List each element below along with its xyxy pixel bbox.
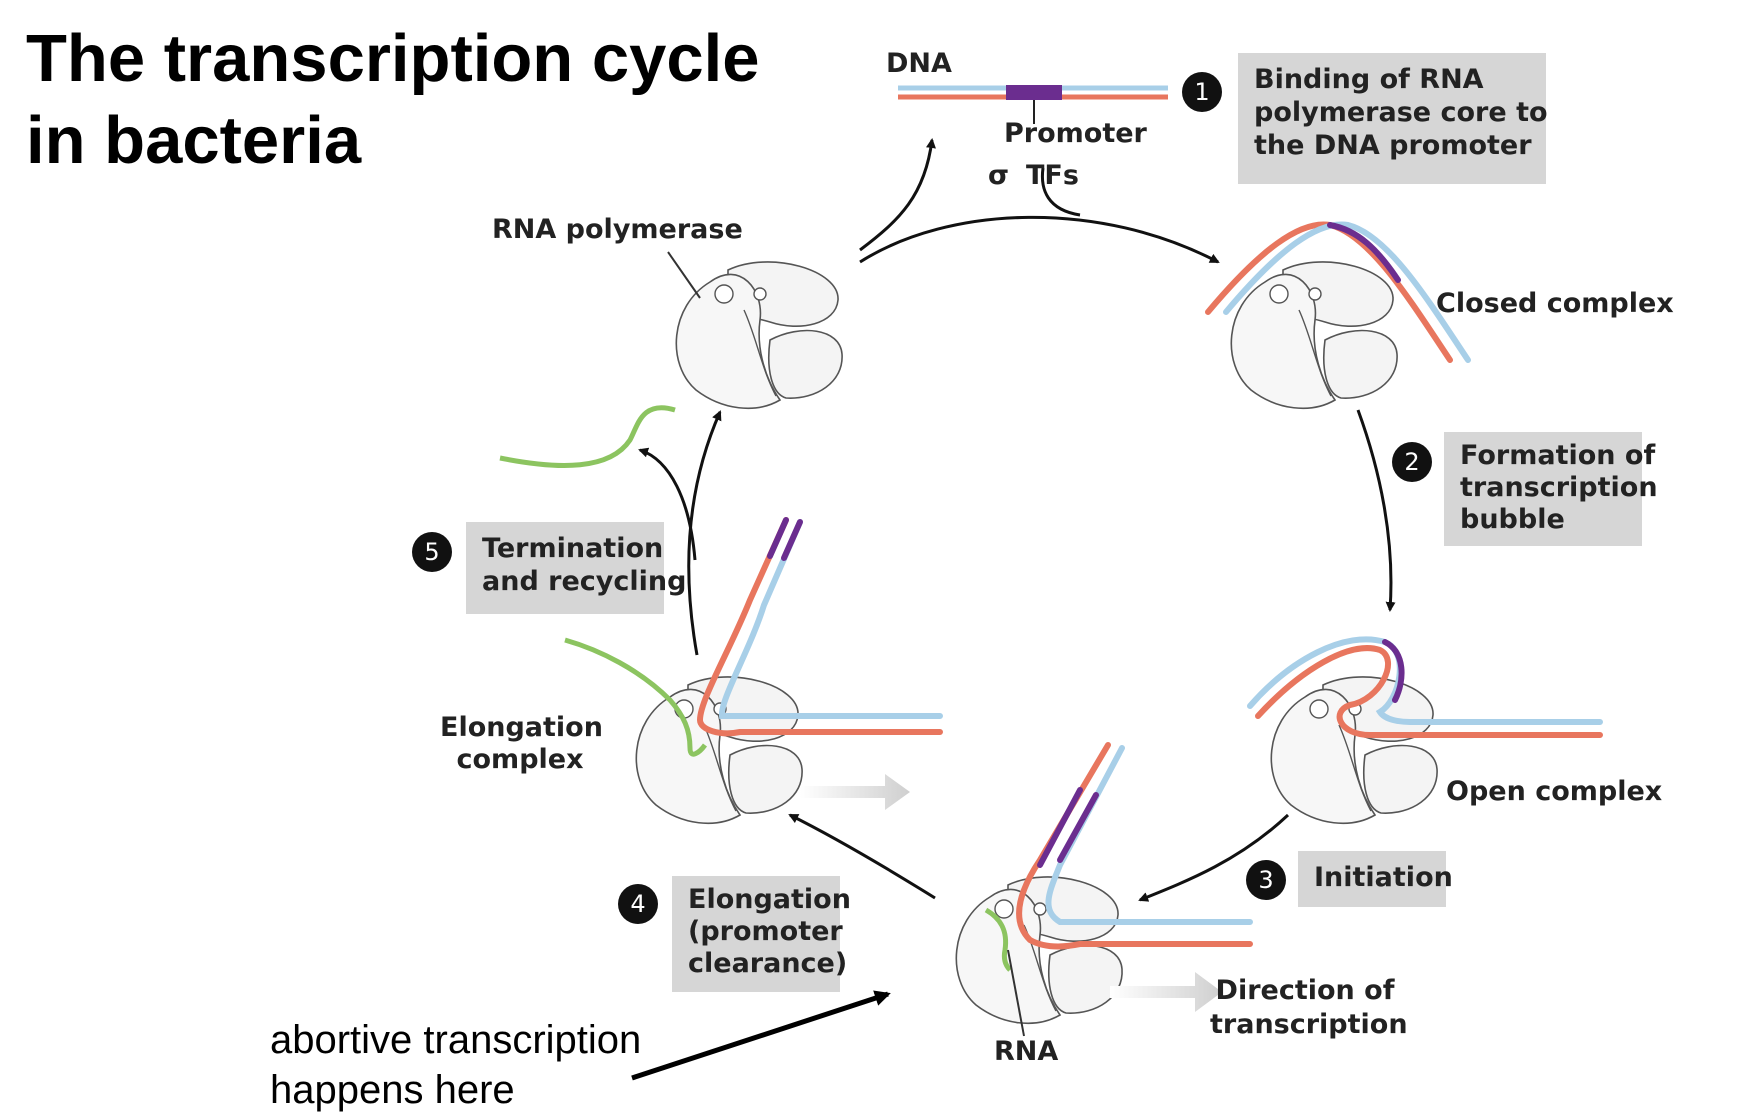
closed-complex-dna <box>1205 221 1471 363</box>
page-title: The transcription cycle in bacteria <box>26 18 806 182</box>
arrow-to-initiation-complex <box>1138 813 1290 902</box>
step-2-line-1: Formation of <box>1460 440 1656 471</box>
title-line-2: in bacteria <box>26 103 362 178</box>
step-4-line-3: clearance) <box>688 948 848 979</box>
cycle-arrows <box>638 138 1396 902</box>
step-1-line-3: the DNA promoter <box>1254 130 1532 161</box>
step-1-box: Binding of RNA polymerase core to the DN… <box>1238 53 1548 184</box>
closed-complex-polymerase <box>1230 261 1398 410</box>
released-rna <box>499 405 676 468</box>
rna-polymerase-label: RNA polymerase <box>492 214 743 245</box>
step-2-line-2: transcription <box>1460 472 1658 503</box>
arrow-to-released-rna <box>638 447 697 561</box>
step-4-line-2: (promoter <box>688 916 843 947</box>
elongation-complex-label: Elongation complex <box>440 712 603 776</box>
step-4-number-badge: 4 <box>618 884 658 924</box>
abortive-transcription-arrow <box>631 990 891 1081</box>
note-line-1: abortive transcription <box>270 1018 642 1062</box>
step-3-box: Initiation <box>1298 851 1453 907</box>
initiation-complex-dna <box>1016 742 1253 950</box>
elongation-complex-polymerase <box>635 676 803 825</box>
elongation-complex-dna <box>696 517 943 737</box>
closed-complex-label: Closed complex <box>1436 288 1674 319</box>
arrow-to-open-complex <box>1356 409 1396 612</box>
elongation-direction-arrow <box>800 774 910 810</box>
step-4-box: Elongation (promoter clearance) <box>672 876 851 992</box>
abortive-transcription-note: abortive transcription happens here <box>270 1015 690 1115</box>
rna-pointer <box>1007 949 1025 1037</box>
arrow-to-dna <box>859 138 936 252</box>
step-2-box: Formation of transcription bubble <box>1444 432 1658 546</box>
arrow-from-tfs <box>1040 167 1081 217</box>
step-3-line-1: Initiation <box>1314 862 1453 893</box>
dna-label: DNA <box>886 48 952 79</box>
step-4-line-1: Elongation <box>688 884 851 915</box>
initiation-complex-polymerase <box>955 876 1123 1025</box>
open-complex-dna <box>1247 636 1603 738</box>
sigma-label: σ <box>988 160 1010 191</box>
direction-label-line-2: transcription <box>1210 1009 1408 1040</box>
elongation-rna <box>564 637 708 757</box>
step-1-line-2: polymerase core to <box>1254 97 1548 128</box>
open-complex-polymerase <box>1270 676 1438 825</box>
promoter-label: Promoter <box>1004 118 1147 149</box>
direction-of-transcription-arrow <box>1110 972 1222 1012</box>
step-2-number-badge: 2 <box>1392 442 1432 482</box>
note-line-2: happens here <box>270 1068 515 1112</box>
step-2-line-3: bubble <box>1460 504 1565 535</box>
elongation-complex-label-line-1: Elongation <box>440 712 603 743</box>
free-dna <box>898 85 1168 124</box>
step-5-line-2: and recycling <box>482 566 687 597</box>
step-3-number-badge: 3 <box>1246 860 1286 900</box>
step-5-box: Termination and recycling <box>466 522 687 614</box>
arrow-to-free-polymerase <box>687 410 722 656</box>
promoter-region <box>1006 85 1062 100</box>
arrow-to-elongation-complex <box>788 813 936 900</box>
rna-label: RNA <box>994 1036 1059 1067</box>
step-1-line-1: Binding of RNA <box>1254 64 1484 95</box>
rna-polymerase-pointer <box>667 251 701 299</box>
tfs-label: TFs <box>1026 160 1079 191</box>
step-1-number-badge: 1 <box>1182 72 1222 112</box>
initiation-rna <box>984 907 1012 972</box>
title-line-1: The transcription cycle <box>26 21 760 96</box>
elongation-complex-label-line-2: complex <box>456 744 584 775</box>
step-5-line-1: Termination <box>482 533 664 564</box>
open-complex-label: Open complex <box>1446 776 1663 807</box>
step-5-number-badge: 5 <box>412 532 452 572</box>
arrow-to-closed-complex <box>859 215 1220 264</box>
direction-label-line-1: Direction of <box>1215 975 1395 1006</box>
free-rna-polymerase <box>675 261 843 410</box>
direction-of-transcription-label: Direction of transcription <box>1210 974 1408 1042</box>
